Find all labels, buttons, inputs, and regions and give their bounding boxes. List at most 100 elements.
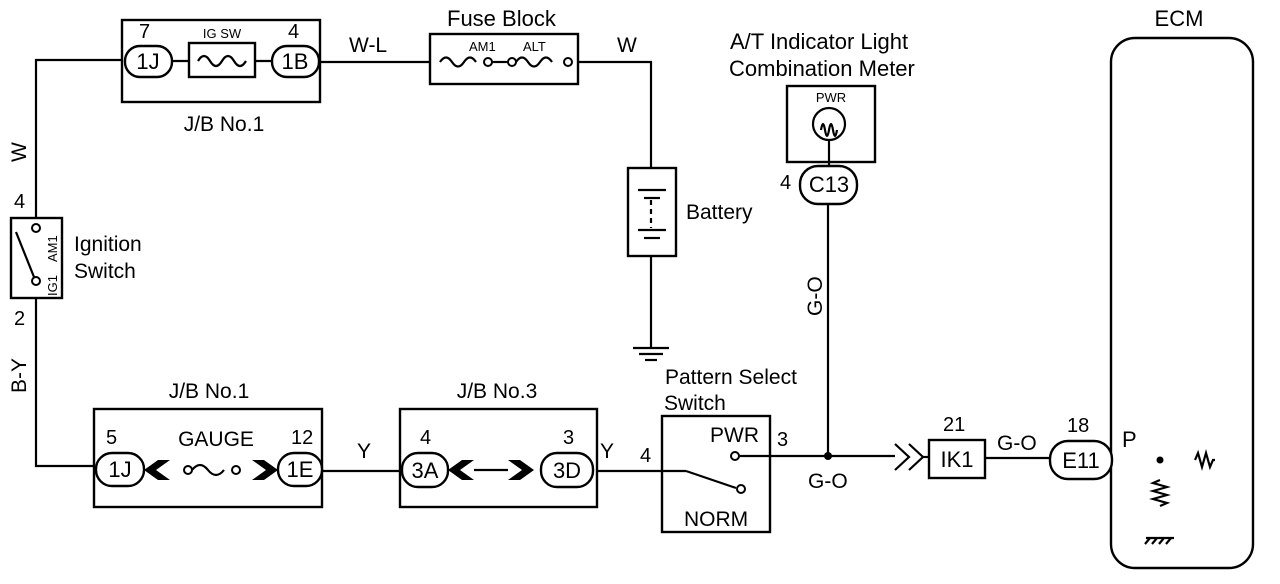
wire-y2-label: Y: [600, 440, 614, 463]
ecm: ECM P: [1109, 6, 1255, 570]
jb1-top-left-conn-label: 1J: [136, 49, 159, 74]
pattern-switch-label-line1: Pattern Select: [665, 366, 797, 389]
jb3-right-connector: [539, 451, 595, 489]
jb1-top-left-pin: 7: [139, 21, 150, 43]
ignition-terminal: [31, 223, 41, 233]
e11-pin-label: 18: [1067, 415, 1089, 437]
pattern-switch-output-pin: 3: [777, 429, 788, 451]
ik1-connector-group: 21 IK1: [894, 414, 987, 480]
jb1-bottom-right-pin: 12: [291, 427, 313, 449]
wire-g-o-vertical-label: G-O: [804, 276, 827, 316]
battery-label: Battery: [686, 201, 753, 224]
ignition-top-pin: 4: [14, 191, 25, 213]
pattern-switch-terminal: [730, 451, 740, 461]
ignition-bottom-pin: 2: [14, 308, 25, 330]
jb1-top-label: J/B No.1: [184, 113, 265, 136]
indicator-bulb-icon: [811, 106, 847, 142]
ignition-am1-label: AM1: [45, 235, 60, 262]
wire-w-right: [578, 60, 653, 168]
pattern-select-switch: Pattern Select Switch 4 PWR 3 NORM: [640, 366, 797, 534]
ik1-box: [927, 438, 987, 480]
fuse-block-label: Fuse Block: [447, 6, 557, 31]
wire-w-l-label: W-L: [349, 34, 387, 57]
ignition-terminal: [31, 276, 41, 286]
fuse-block: Fuse Block AM1 ALT W-L W: [349, 6, 637, 86]
jb1-top: 7 1J IG SW 4 1B J/B No.1: [120, 18, 322, 136]
wire-b-y: [34, 298, 96, 468]
ig-sw-label: IG SW: [203, 26, 242, 41]
jb1-bottom: J/B No.1 5 GAUGE 12 1J 1E: [92, 380, 324, 509]
at-indicator-light: A/T Indicator Light Combination Meter PW…: [729, 29, 915, 206]
pattern-switch-terminal: [736, 484, 746, 494]
ignition-switch: 4 AM1 IG1 Ignition Switch 2: [9, 191, 142, 330]
ik1-pin-label: 21: [943, 414, 965, 436]
ignition-switch-blade: [14, 231, 36, 278]
wire-w-right-label: W: [617, 34, 637, 57]
pattern-switch-input-pin: 4: [640, 445, 651, 467]
gauge-fuse-label: GAUGE: [178, 428, 254, 451]
fuse-terminal: [563, 57, 573, 67]
jb3-left-conn-label: 3A: [412, 458, 439, 483]
pattern-switch-box: [660, 414, 772, 534]
ig-sw-fuse-icon: [197, 54, 247, 68]
fuse-alt-icon: [515, 56, 553, 68]
wire-g-o-horizontal-label: G-O: [808, 470, 848, 493]
jb3-right-conn-label: 3D: [553, 458, 581, 483]
indicator-title-line2: Combination Meter: [729, 56, 915, 81]
ik1-conn-label: IK1: [940, 447, 973, 472]
ecm-label: ECM: [1155, 6, 1204, 31]
ground-icon: [633, 346, 669, 362]
g-o-junction: [824, 452, 832, 460]
jb1-bottom-right-connector: [276, 451, 324, 488]
indicator-bulb-filament: [819, 122, 839, 138]
fuse-terminal: [483, 57, 493, 67]
jb1-top-right-connector: [270, 44, 321, 79]
connector-arrow-left-icon: [144, 460, 170, 480]
connector-arrow-left-icon: [448, 460, 474, 480]
ignition-label-line1: Ignition: [74, 233, 142, 256]
wire-y1-label: Y: [357, 440, 371, 463]
wire-w-left: [34, 58, 122, 218]
c13-connector: [798, 164, 859, 206]
jb3: J/B No.3 4 3 3A 3D: [398, 380, 599, 509]
pattern-switch-norm-label: NORM: [684, 508, 748, 531]
jb1-top-right-conn-label: 1B: [282, 49, 309, 74]
wire-w-left-label: W: [8, 142, 31, 162]
ecm-pull-resistor: [1193, 448, 1215, 472]
indicator-title-line1: A/T Indicator Light: [730, 29, 908, 54]
e11-connector-group: 18 E11: [1048, 415, 1114, 481]
pattern-switch-blade: [685, 469, 737, 490]
ecm-terminal-p: P: [1122, 427, 1137, 452]
fuse-alt-label: ALT: [523, 39, 546, 54]
jb1-bottom-left-connector: [94, 451, 146, 488]
gauge-fuse-terminal: [183, 465, 193, 475]
fuse-terminal: [507, 57, 517, 67]
ecm-ground-icon: [1144, 536, 1174, 545]
pattern-switch-pwr-label: PWR: [710, 424, 759, 447]
pattern-switch-label-line2: Switch: [664, 392, 726, 415]
ignition-label-line2: Switch: [74, 260, 136, 283]
jb1-bottom-right-conn-label: 1E: [287, 457, 314, 482]
gauge-fuse-icon: [191, 463, 225, 477]
c13-conn-label: C13: [809, 172, 849, 197]
ecm-junction: [1156, 456, 1164, 464]
jb1-bottom-label: J/B No.1: [169, 380, 250, 403]
jb1-bottom-left-conn-label: 1J: [108, 457, 131, 482]
jb1-bottom-left-pin: 5: [106, 427, 117, 449]
ik1-plug-icon: [894, 443, 925, 471]
fuse-am1-icon: [439, 56, 477, 68]
jb3-label: J/B No.3: [457, 380, 538, 403]
e11-conn-label: E11: [1062, 448, 1100, 473]
wire-g-o-right-label: G-O: [997, 432, 1037, 455]
ecm-box: [1109, 36, 1255, 570]
ecm-resistor-to-ground: [1148, 478, 1172, 508]
wire-b-y-label: B-Y: [8, 358, 31, 393]
fuse-am1-label: AM1: [469, 39, 496, 54]
connector-arrow-right-icon: [252, 460, 278, 480]
jb3-right-pin: 3: [563, 427, 574, 449]
e11-connector: [1048, 439, 1114, 481]
jb1-top-right-pin: 4: [288, 21, 299, 43]
gauge-fuse-terminal: [231, 465, 241, 475]
connector-arrow-right-icon: [508, 460, 534, 480]
battery: Battery: [626, 166, 753, 258]
